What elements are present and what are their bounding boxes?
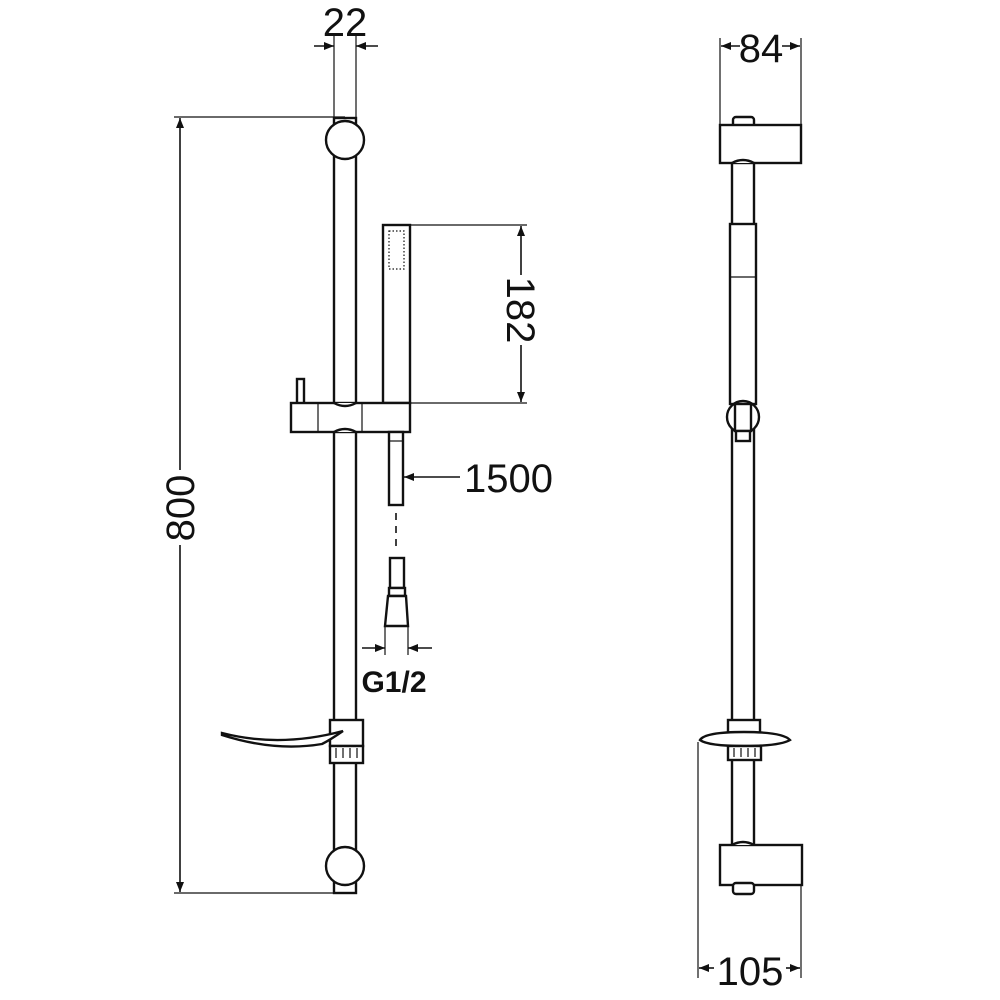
hand-shower [381,223,412,405]
side-top-bracket [718,115,803,165]
dim-label-22: 22 [323,1,368,45]
dim-label-182: 182 [498,277,542,344]
side-hand-shower [725,222,761,443]
dim-label-105: 105 [717,950,784,994]
hose [383,430,410,628]
dimension-soap-dish-depth: 105 [697,742,802,994]
dimension-hose-length: 1500 [404,457,553,501]
rail [332,116,358,895]
dimension-rail-diameter: 22 [314,1,378,118]
front-view: 22 800 182 1500 G1/2 [159,1,553,895]
dimension-rail-length: 800 [159,116,356,894]
side-view: 84 105 [697,27,804,994]
dim-label-g12: G1/2 [361,666,426,699]
dim-label-84: 84 [739,27,784,71]
dim-label-1500: 1500 [464,457,553,501]
side-soap-dish [698,718,792,762]
slider-bracket [289,377,412,434]
soap-dish [220,718,365,765]
dimension-thread: G1/2 [361,626,432,699]
dim-label-800: 800 [159,475,203,542]
bottom-wall-bracket [324,845,366,887]
dimension-hand-shower-length: 182 [410,224,542,404]
side-bottom-bracket [718,840,804,896]
top-wall-bracket [324,119,366,161]
dimension-bracket-depth: 84 [719,27,802,125]
